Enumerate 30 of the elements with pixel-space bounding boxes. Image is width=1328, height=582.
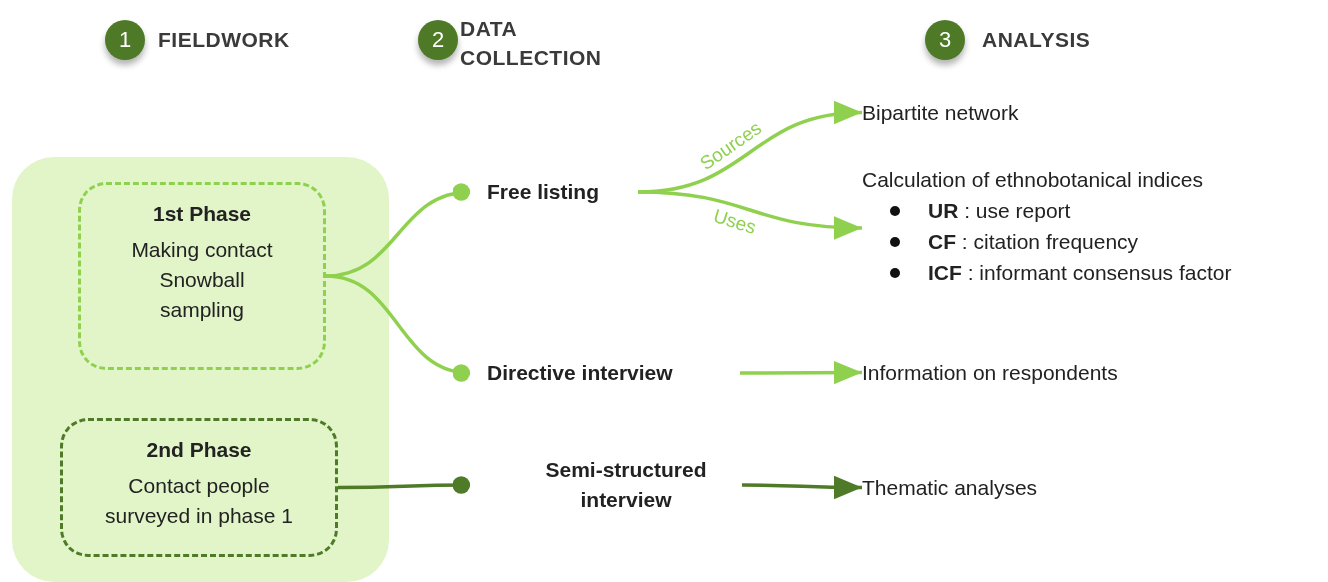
panel-background — [12, 157, 389, 582]
result-text: Calculation of ethnobotanical indices — [862, 167, 1204, 193]
phase-box — [78, 182, 326, 370]
connector — [740, 360, 862, 385]
step-title: DATA COLLECTION — [460, 16, 603, 71]
connector — [742, 475, 862, 500]
edge-label: Uses — [710, 204, 759, 239]
connector — [338, 476, 470, 494]
list-item: UR : use report — [928, 198, 1071, 224]
connector — [637, 190, 863, 239]
result-text: Information on respondents — [862, 357, 1118, 388]
step-number: 1 — [105, 20, 145, 60]
list-item: ICF : informant consensus factor — [928, 260, 1232, 286]
method-label: Semi-structured interview — [470, 455, 742, 515]
step-number: 2 — [418, 20, 458, 60]
step-title: FIELDWORK — [158, 27, 290, 53]
method-label: Directive interview — [470, 358, 740, 388]
connector — [325, 274, 471, 381]
phase-title: 1st Phase — [151, 201, 253, 227]
result-text: Bipartite network — [862, 97, 1019, 128]
phase-text: Contact people surveyed in phase 1 — [104, 473, 294, 529]
phase-text: Making contact — [131, 237, 273, 263]
result-text: Thematic analyses — [862, 472, 1038, 503]
method-label: Free listing — [470, 177, 638, 207]
phase-text: Snowball sampling — [158, 267, 246, 323]
phase-box — [60, 418, 338, 557]
step-title: ANALYSIS — [982, 27, 1091, 53]
list-item: CF : citation frequency — [928, 229, 1139, 255]
phase-title: 2nd Phase — [145, 437, 253, 463]
step-number: 3 — [925, 20, 965, 60]
